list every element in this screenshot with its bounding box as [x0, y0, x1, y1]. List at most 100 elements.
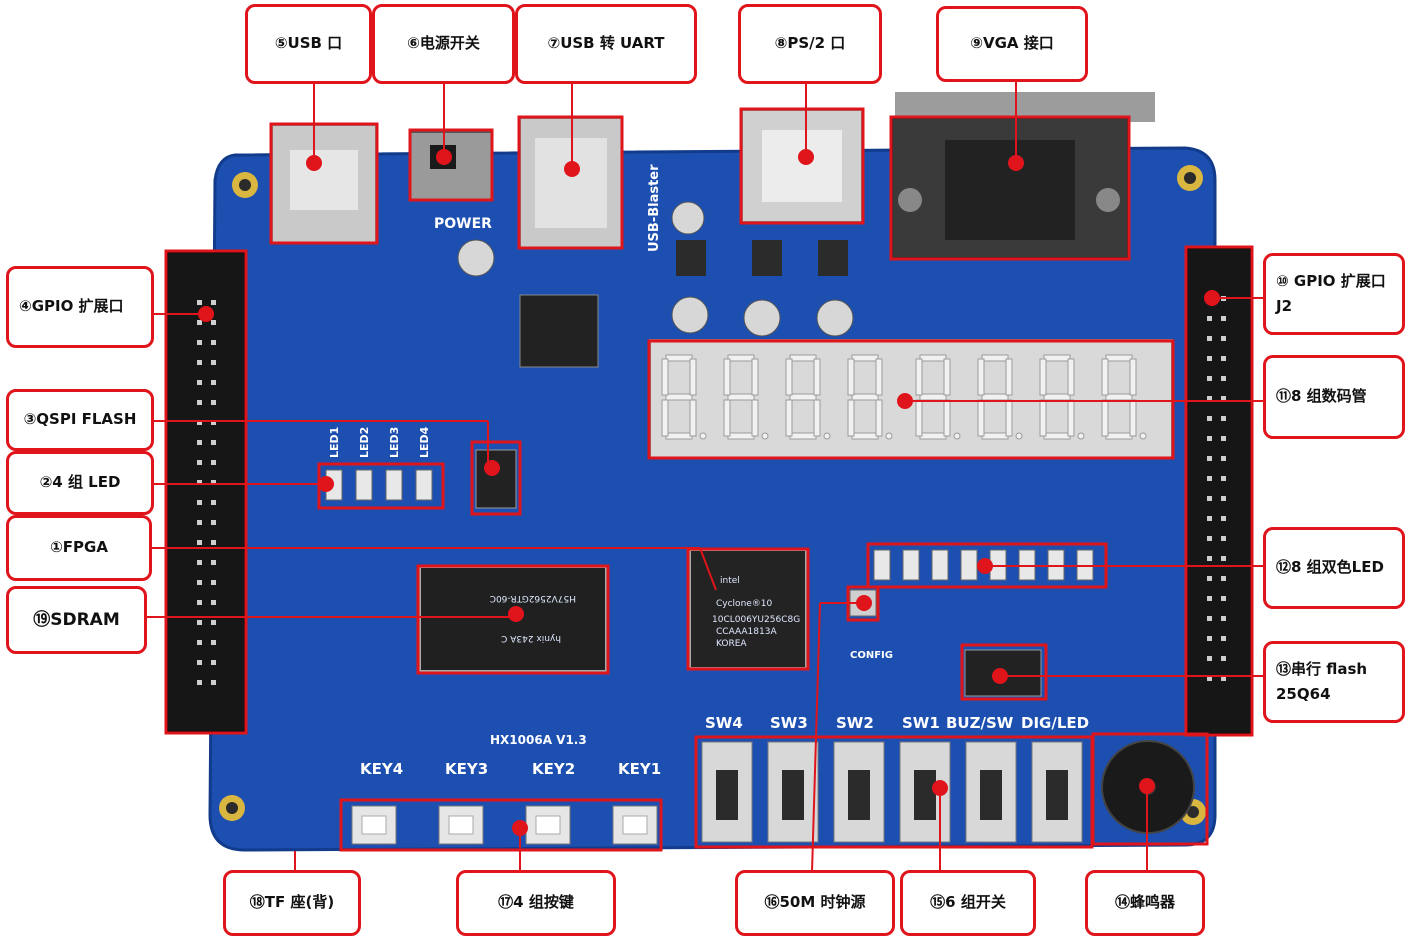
display-segment [851, 393, 879, 401]
header-pin [1221, 596, 1226, 601]
header-pin [1207, 536, 1212, 541]
header-pin [1207, 396, 1212, 401]
header-pin [197, 560, 202, 565]
header-pin [1207, 636, 1212, 641]
display-segment [813, 399, 821, 437]
callout-flash: ⑬串行 flash 25Q64 [1263, 641, 1405, 723]
callout-buzzer: ⑭蜂鸣器 [1085, 870, 1205, 936]
header-pin [197, 320, 202, 325]
header-pin [1221, 476, 1226, 481]
header-pin [211, 580, 216, 585]
silk-board-name: HX1006A V1.3 [490, 733, 587, 747]
header-pin [211, 380, 216, 385]
seven-segment-display [649, 339, 1173, 459]
header-pin [1207, 436, 1212, 441]
bicolor-led-part [960, 549, 978, 581]
silk-power: POWER [434, 216, 492, 232]
led-part [355, 469, 373, 501]
display-segment [661, 399, 669, 437]
switch-slider [782, 770, 804, 820]
silk-config: CONFIG [850, 650, 893, 661]
usb-chip [519, 294, 599, 368]
display-segment [1067, 399, 1075, 437]
display-segment [943, 399, 951, 437]
display-segment [915, 399, 923, 437]
callout-sdram: ⑲SDRAM [6, 586, 147, 654]
display-dot [885, 432, 893, 440]
switch-slider [980, 770, 1002, 820]
leader-lines [147, 82, 1263, 873]
slide-switches [701, 741, 1083, 843]
display-segment [981, 354, 1009, 362]
callout-gpio2: ⑩ GPIO 扩展口 J2 [1263, 253, 1405, 335]
display-segment [785, 399, 793, 437]
silk-led1: LED1 [328, 427, 341, 458]
bicolor-led-part [902, 549, 920, 581]
silk-usb-blaster: USB-Blaster [647, 164, 662, 252]
header-pin [1207, 356, 1212, 361]
display-segment [723, 399, 731, 437]
header-pin [197, 540, 202, 545]
display-segment [727, 432, 755, 440]
header-pin [1207, 516, 1212, 521]
callout-fpga: ①FPGA [6, 515, 152, 581]
vga-port [891, 92, 1155, 259]
silk-key2: KEY2 [532, 760, 575, 778]
display-segment [689, 358, 697, 396]
header-pin [211, 500, 216, 505]
bicolor-led-part [873, 549, 891, 581]
display-segment [919, 393, 947, 401]
silk-sw1: SW1 [902, 714, 940, 732]
display-segment [1129, 358, 1137, 396]
callout-power-switch: ⑥电源开关 [372, 4, 515, 84]
marker-dots [198, 149, 1220, 836]
header-pin [1221, 496, 1226, 501]
display-segment [1005, 399, 1013, 437]
switch-labels: SW4 SW3 SW2 SW1 BUZ/SW DIG/LED [705, 714, 1089, 732]
header-pin [211, 360, 216, 365]
display-segment [813, 358, 821, 396]
display-segment [1043, 354, 1071, 362]
header-pin [211, 600, 216, 605]
display-segment [661, 358, 669, 396]
header-pin [197, 660, 202, 665]
silk-sw4: SW4 [705, 714, 743, 732]
display-segment [785, 358, 793, 396]
display-segment [981, 432, 1009, 440]
display-segment [847, 358, 855, 396]
fpga-chip: intel Cyclone®10 10CL006YU256C8G CCAAA18… [689, 549, 807, 669]
silk-led3: LED3 [388, 427, 401, 458]
header-pin [1207, 456, 1212, 461]
header-pin [1207, 476, 1212, 481]
header-pin [1221, 436, 1226, 441]
callout-led4: ②4 组 LED [6, 451, 154, 515]
header-pin [211, 640, 216, 645]
header-pin [211, 340, 216, 345]
header-pin [211, 620, 216, 625]
qspi-chip [475, 449, 517, 509]
display-segment [977, 358, 985, 396]
header-pin [1207, 416, 1212, 421]
callout-vga: ⑨VGA 接口 [936, 6, 1088, 82]
silk-key4: KEY4 [360, 760, 403, 778]
display-segment [851, 432, 879, 440]
display-segment [1105, 393, 1133, 401]
switch-slider [716, 770, 738, 820]
gpio-header-right [1186, 247, 1252, 735]
callout-switches: ⑮6 组开关 [900, 870, 1036, 936]
ps2-port [741, 109, 863, 223]
header-pin [211, 320, 216, 325]
display-segment [919, 432, 947, 440]
display-segment [789, 354, 817, 362]
led-labels: LED1 LED2 LED3 LED4 [328, 426, 431, 458]
header-pin [1221, 376, 1226, 381]
callout-usb: ⑤USB 口 [245, 4, 372, 84]
display-segment [665, 354, 693, 362]
header-pin [197, 440, 202, 445]
display-segment [1039, 399, 1047, 437]
header-pin [1207, 336, 1212, 341]
header-pin [1207, 656, 1212, 661]
header-pin [211, 540, 216, 545]
display-dot [823, 432, 831, 440]
display-dot [699, 432, 707, 440]
